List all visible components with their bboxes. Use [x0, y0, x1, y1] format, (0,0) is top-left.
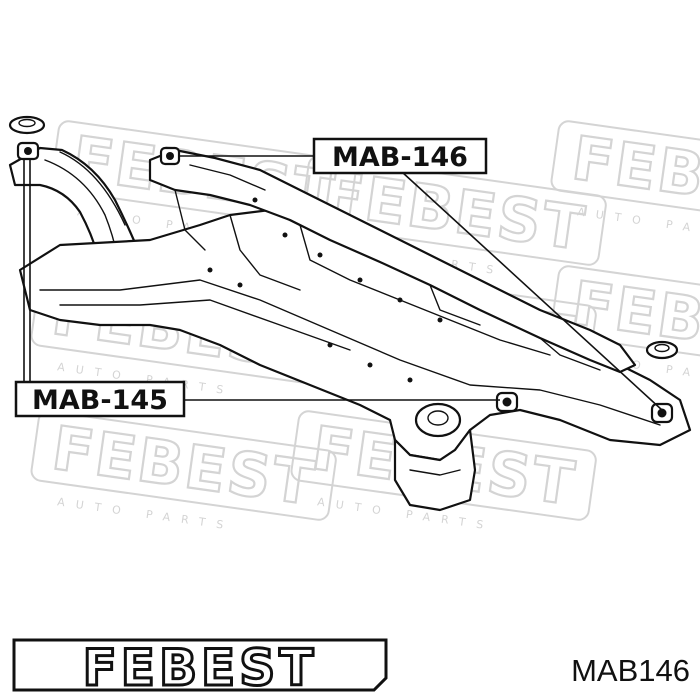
- bushing-ring-left: [8, 115, 46, 135]
- subframe-center-bracket: [393, 428, 477, 512]
- bolt-holes: [207, 197, 443, 383]
- svg-text:FEBEST: FEBEST: [83, 639, 318, 697]
- watermark-tile: FEBEST AUTO PARTS: [30, 410, 337, 533]
- bushing-mab-146-rear: [159, 146, 181, 166]
- bushing-ring-right: [645, 340, 679, 360]
- bushing-mab-145-center: [495, 391, 519, 413]
- leader-lines: [23, 155, 663, 411]
- callout-mab-146: MAB-146: [312, 137, 488, 175]
- subframe-drawing: [8, 115, 692, 512]
- leader-mab-146-right: [401, 171, 663, 411]
- svg-text:MAB-146: MAB-146: [332, 142, 468, 173]
- svg-text:AUTO PARTS: AUTO PARTS: [576, 205, 700, 243]
- bushing-mab-146-right: [650, 402, 674, 424]
- footer-brand-logo: FEBEST: [12, 638, 388, 699]
- part-number-label: MAB146: [571, 653, 690, 688]
- bushing-mab-145-front: [16, 141, 40, 161]
- callout-mab-145: MAB-145: [14, 380, 186, 418]
- svg-text:MAB-145: MAB-145: [32, 385, 168, 416]
- subframe-rear-rail: [148, 148, 637, 374]
